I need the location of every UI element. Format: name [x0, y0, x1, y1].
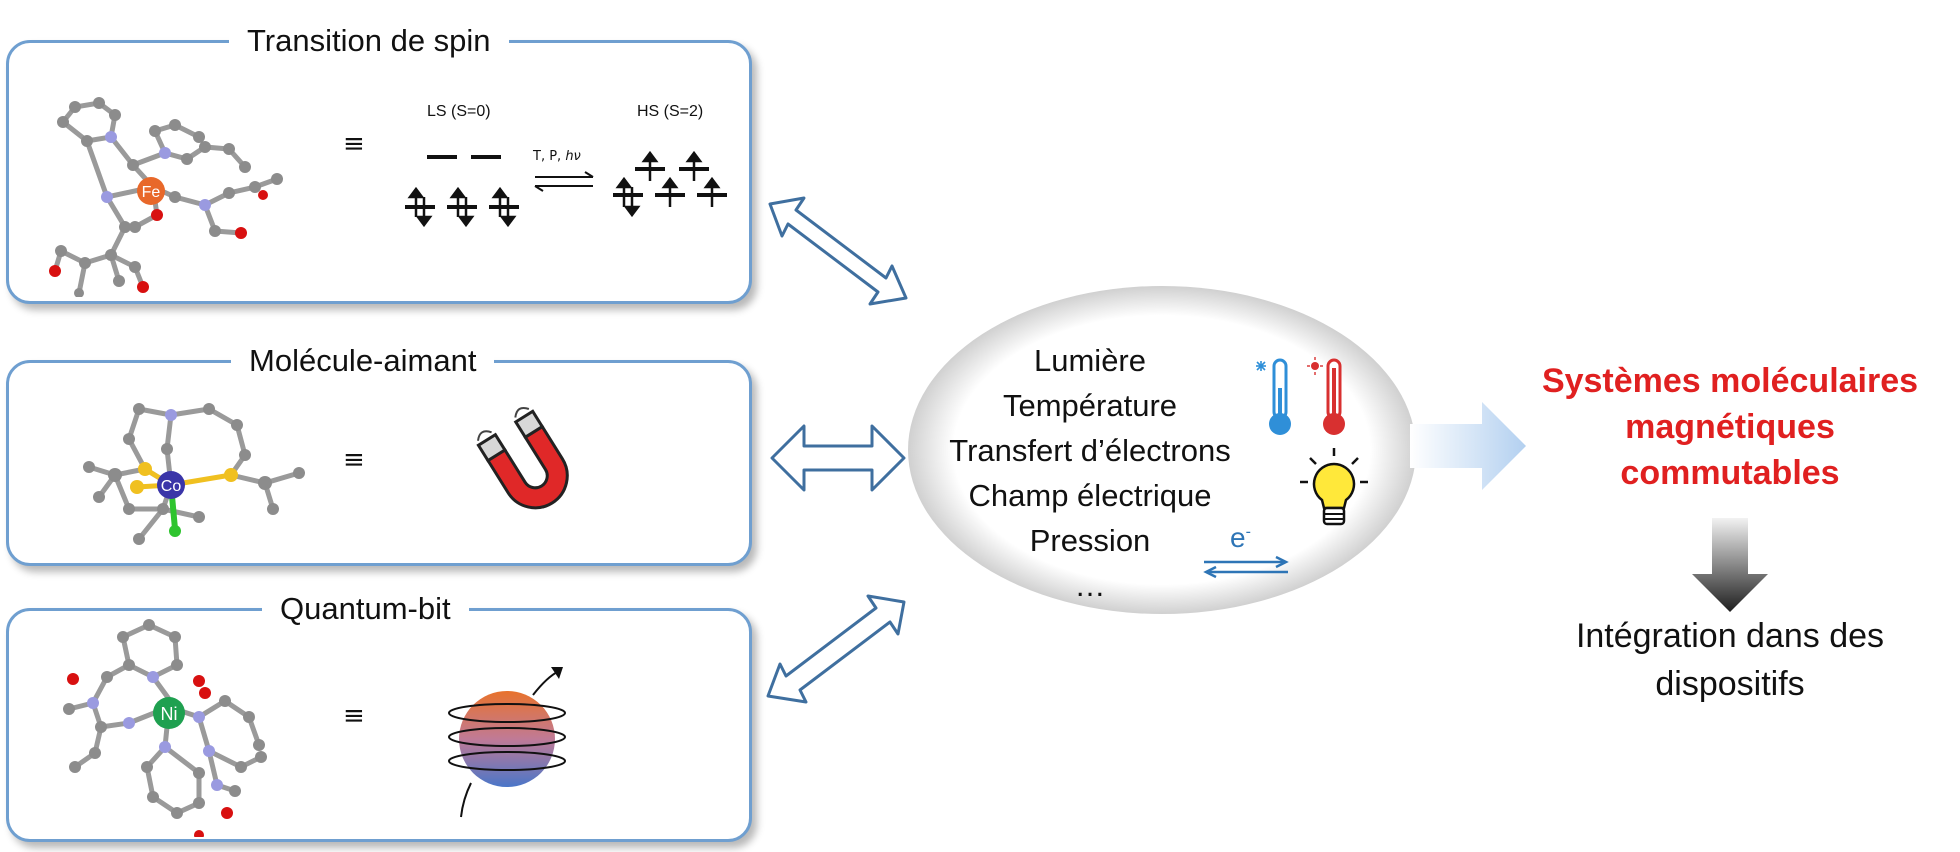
horseshoe-magnet-icon — [476, 406, 569, 510]
cold-thermometer-icon — [1256, 358, 1291, 435]
ls-orbital-diagram — [405, 155, 519, 228]
equivalence-symbol-smm: ≡ — [343, 445, 365, 475]
spin-transition-panel: Transition de spin — [6, 21, 752, 304]
stimulus-item: Lumière — [1034, 343, 1146, 378]
single-molecule-magnet-panel: Molécule-aimant Co ≡ — [6, 341, 752, 566]
result-title-line: commutables — [1620, 454, 1840, 492]
integration-line: dispositifs — [1655, 665, 1805, 703]
quantum-bit-panel: Quantum-bit Ni ≡ — [6, 589, 752, 842]
lightbulb-icon — [1300, 448, 1368, 526]
gradient-arrow-down — [1692, 518, 1768, 612]
ni-complex-molecule: Ni — [63, 619, 267, 837]
integration-text: Intégration dans des dispositifs — [1530, 612, 1930, 708]
double-arrow-spin-to-stimuli — [768, 196, 908, 306]
panel-title-single-molecule-magnet: Molécule-aimant — [231, 341, 495, 381]
electron-label: e- — [1230, 522, 1251, 553]
gradient-arrow-to-result — [1410, 402, 1526, 490]
equivalence-symbol-qubit: ≡ — [343, 701, 365, 731]
hot-thermometer-icon — [1307, 357, 1345, 435]
bloch-sphere-icon — [448, 667, 566, 818]
stimuli-ellipse-group: Lumière Température Transfert d’électron… — [900, 280, 1420, 620]
ls-state-label: LS (S=0) — [427, 103, 491, 120]
co-atom-label: Co — [161, 478, 182, 495]
stimulus-item: … — [1074, 568, 1106, 603]
fe-complex-molecule: Fe — [49, 97, 283, 297]
fe-atom-label: Fe — [142, 184, 161, 201]
equilibrium-arrows-icon — [534, 171, 594, 192]
panel-title-quantum-bit: Quantum-bit — [262, 589, 469, 629]
result-title-line: magnétiques — [1625, 408, 1835, 446]
double-arrow-smm-to-stimuli — [770, 424, 906, 492]
hs-state-label: HS (S=2) — [637, 103, 704, 120]
result-title-line: Systèmes moléculaires — [1541, 362, 1919, 400]
integration-line: Intégration dans des — [1575, 617, 1885, 655]
result-title: Systèmes moléculaires magnétiques commut… — [1518, 358, 1942, 496]
stimulus-label: T, P, hν — [533, 149, 581, 164]
stimulus-item: Pression — [1029, 523, 1151, 558]
double-arrow-qubit-to-stimuli — [766, 594, 906, 704]
stimuli-list: Lumière Température Transfert d’électron… — [920, 338, 1260, 608]
panel-title-spin-transition: Transition de spin — [229, 21, 509, 61]
equivalence-symbol-spin: ≡ — [343, 129, 365, 159]
stimuli-ellipse — [908, 286, 1416, 614]
co-complex-molecule: Co — [83, 403, 305, 545]
stimulus-item: Température — [1002, 388, 1178, 423]
stimulus-item: Champ électrique — [968, 478, 1212, 513]
stimulus-item: Transfert d’électrons — [949, 433, 1231, 468]
ni-atom-label: Ni — [161, 704, 178, 724]
hs-orbital-diagram — [613, 150, 727, 218]
electron-exchange-arrows-icon — [1203, 555, 1289, 579]
